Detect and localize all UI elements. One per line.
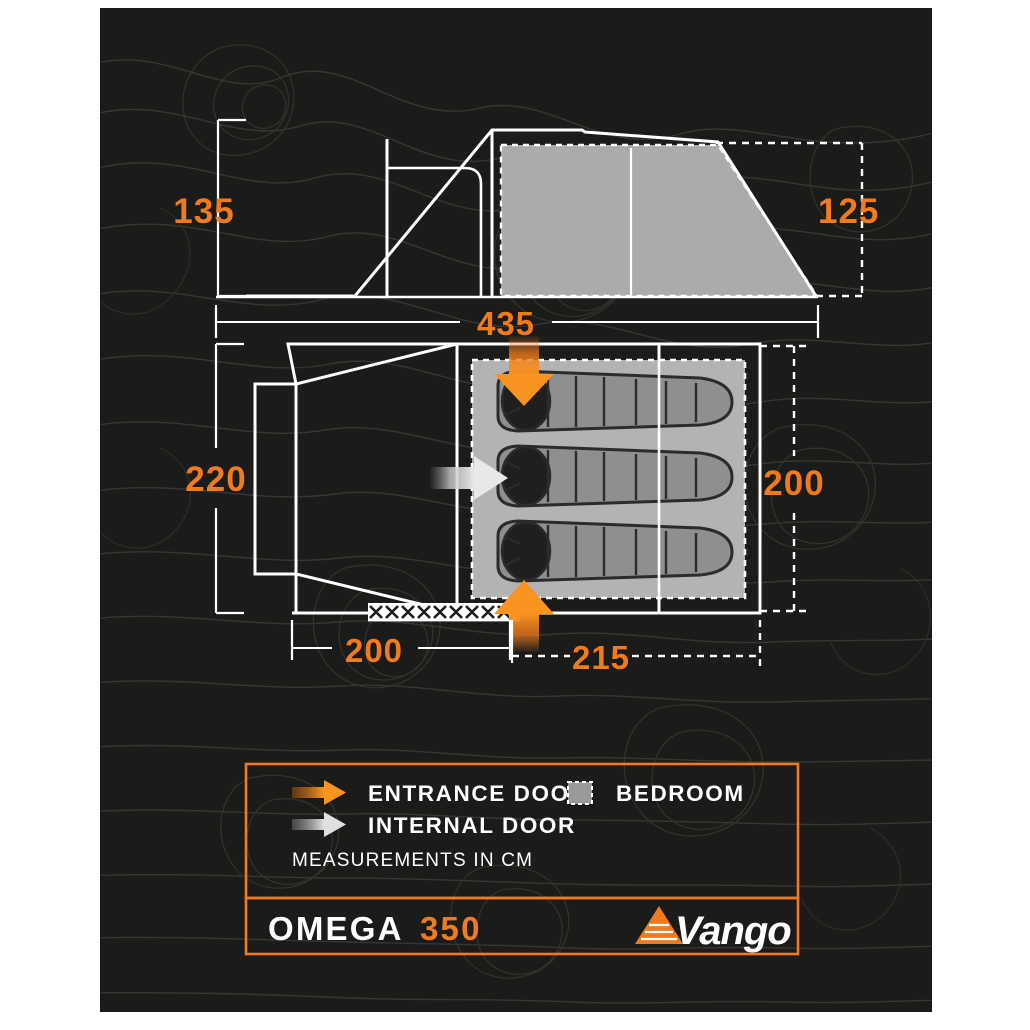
vango-triangle-icon bbox=[635, 906, 683, 944]
dimension-125 bbox=[716, 141, 864, 298]
living-area-taper bbox=[294, 342, 458, 615]
legend-internal-label: INTERNAL DOOR bbox=[368, 813, 576, 838]
product-model: 350 bbox=[420, 910, 482, 947]
dark-panel: 135 bbox=[100, 8, 932, 1012]
sleeping-bag-group bbox=[496, 369, 734, 583]
legend-units-note: MEASUREMENTS IN CM bbox=[292, 850, 533, 871]
dimension-220 bbox=[214, 342, 244, 615]
dimension-200-bottom bbox=[290, 620, 512, 660]
dimension-200-right-label: 200 bbox=[763, 464, 824, 503]
internal-arrow-right-icon bbox=[430, 456, 508, 500]
legend-bedroom-label: BEDROOM bbox=[616, 781, 745, 806]
entrance-arrow-down-icon bbox=[494, 336, 554, 406]
sleeping-bag-2 bbox=[496, 444, 734, 508]
title-bar: OMEGA 350 Vango bbox=[244, 896, 800, 956]
dimension-200-right bbox=[760, 344, 812, 613]
legend-entrance-label: ENTRANCE DOOR bbox=[368, 781, 588, 806]
dimension-125-label: 125 bbox=[818, 192, 879, 231]
legend-box: ENTRANCE DOOR INTERNAL DOOR BEDROOM MEAS… bbox=[244, 762, 800, 900]
legend-entrance-arrow-icon bbox=[292, 780, 346, 805]
dimension-135-label: 135 bbox=[173, 192, 234, 231]
dimension-215-label: 215 bbox=[572, 639, 630, 676]
dimension-435 bbox=[214, 305, 820, 338]
floor-plan-view: 220 bbox=[185, 336, 824, 676]
tent-technical-drawing: 135 bbox=[173, 118, 879, 956]
entrance-arrow-up-icon bbox=[494, 580, 554, 652]
sleeping-bag-3 bbox=[496, 519, 734, 583]
legend-bedroom-swatch-icon bbox=[567, 781, 593, 805]
elevation-door-outline bbox=[387, 166, 483, 296]
dimension-435-label: 435 bbox=[477, 305, 535, 342]
product-name: OMEGA bbox=[268, 910, 404, 947]
dimension-220-label: 220 bbox=[185, 460, 246, 499]
dimension-215 bbox=[512, 620, 762, 668]
side-elevation-view: 135 bbox=[173, 118, 879, 299]
vango-logo: Vango bbox=[635, 906, 792, 953]
legend-internal-arrow-icon bbox=[292, 812, 346, 837]
living-area-outline bbox=[253, 342, 459, 615]
vango-wordmark: Vango bbox=[675, 909, 791, 953]
elevation-bedroom-fill bbox=[501, 145, 817, 296]
dimension-200-bottom-label: 200 bbox=[345, 632, 403, 669]
